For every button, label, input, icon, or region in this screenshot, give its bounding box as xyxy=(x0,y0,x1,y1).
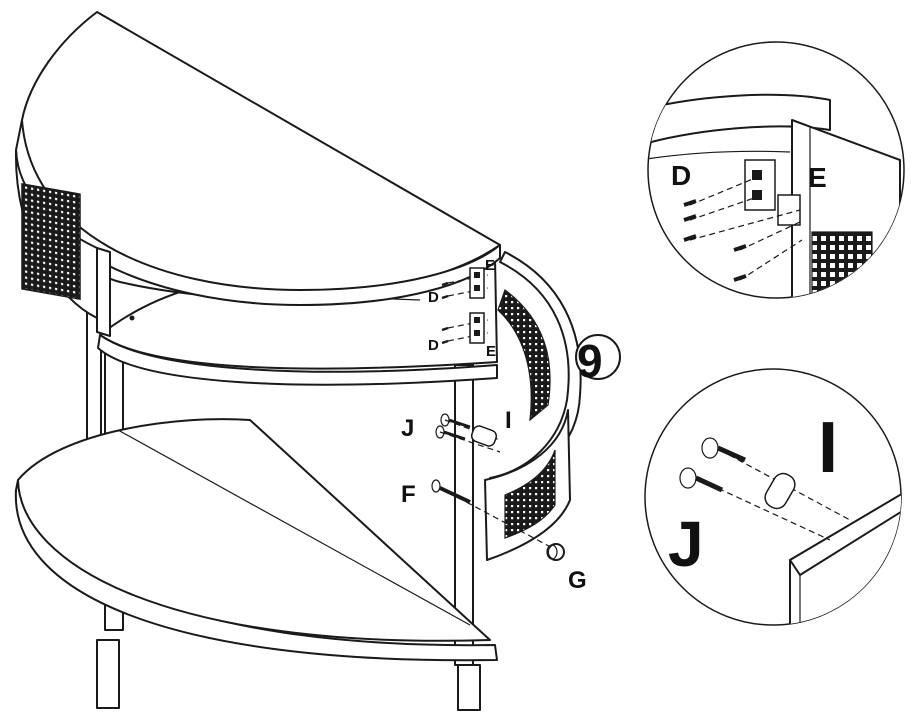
label-g: G xyxy=(568,567,587,594)
detail-label-i: I xyxy=(818,408,838,488)
mesh-panel-left xyxy=(21,182,81,300)
label-d-upper: D xyxy=(428,289,439,306)
label-e-upper: E xyxy=(485,257,495,274)
label-e-lower: E xyxy=(486,343,496,360)
step-number: 9 xyxy=(577,335,603,387)
step-badge xyxy=(575,334,621,380)
bottom-shelf xyxy=(14,418,498,662)
label-f: F xyxy=(401,481,416,508)
detail-label-j: J xyxy=(668,508,704,580)
label-d-lower: D xyxy=(428,337,439,354)
leg-left-foot xyxy=(96,639,120,709)
detail-label-e: E xyxy=(808,162,827,193)
handle-hardware xyxy=(431,413,565,561)
leg-right-foot xyxy=(457,664,481,711)
detail-label-d: D xyxy=(671,160,691,191)
label-j: J xyxy=(401,415,414,442)
detail-callout-handle xyxy=(644,368,902,626)
table-top xyxy=(14,11,501,337)
hinge-assembly-upper xyxy=(441,267,489,300)
curved-door xyxy=(484,251,582,561)
hinge-assembly-lower xyxy=(441,312,489,345)
label-i: I xyxy=(505,407,512,434)
